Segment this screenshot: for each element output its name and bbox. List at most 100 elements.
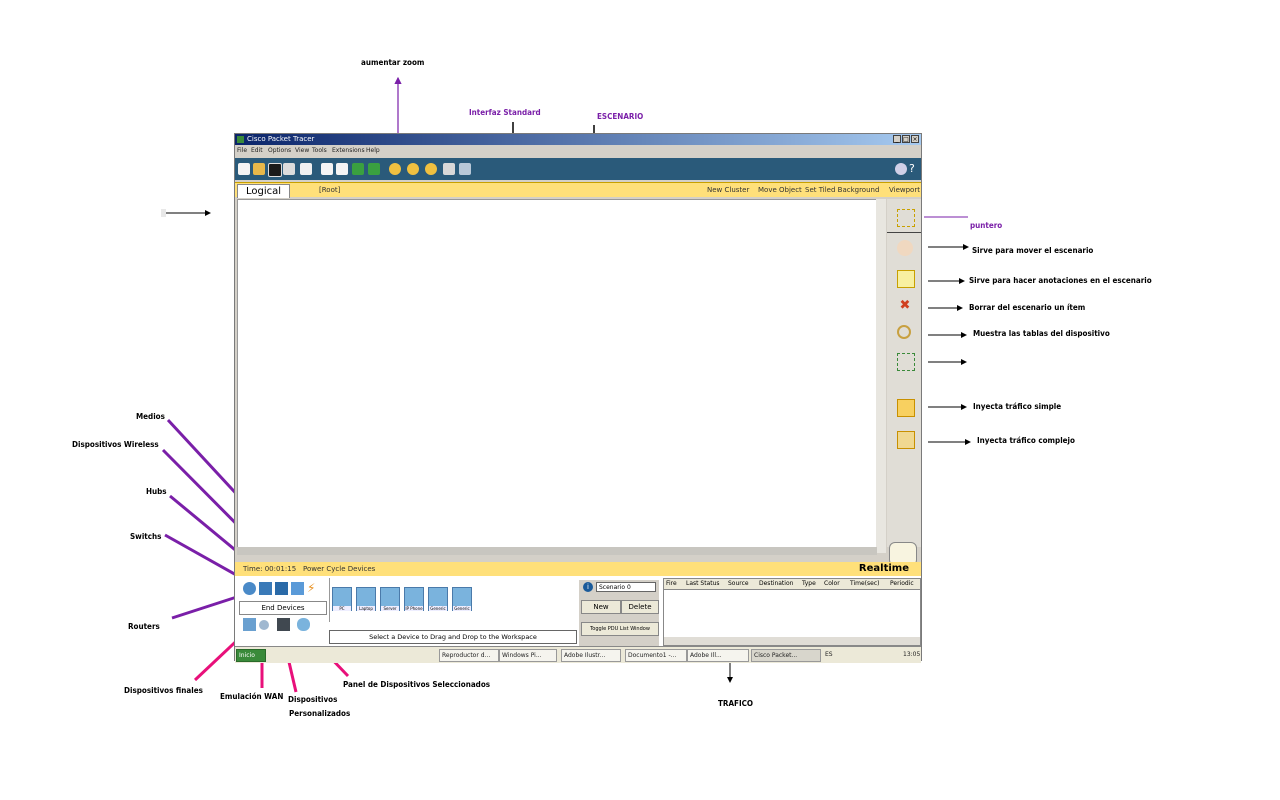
redo-icon[interactable] <box>368 163 380 175</box>
device-pc[interactable]: PC <box>332 587 352 611</box>
start-button[interactable]: Inicio <box>236 649 266 662</box>
label-switchs: Switchs <box>130 532 162 541</box>
end-devices-icon[interactable] <box>243 618 256 631</box>
routers-icon[interactable] <box>243 582 256 595</box>
scenario-select[interactable]: Scenario 0 <box>596 582 656 592</box>
device-server[interactable]: Server <box>380 587 400 611</box>
label-escenario: ESCENARIO <box>597 112 644 121</box>
power-cycle-button[interactable]: Power Cycle Devices <box>303 565 376 573</box>
move-object-button[interactable]: Move Object <box>758 186 802 194</box>
device-generic-1[interactable]: Generic <box>428 587 448 611</box>
realtime-bar: Time: 00:01:15 Power Cycle Devices Realt… <box>235 562 921 576</box>
menu-view[interactable]: View <box>295 147 310 154</box>
open-icon[interactable] <box>253 163 265 175</box>
save-icon[interactable] <box>268 163 282 177</box>
window-title: Cisco Packet Tracer <box>247 135 315 143</box>
hubs-icon[interactable] <box>275 582 288 595</box>
custom-devices-icon[interactable] <box>459 163 471 175</box>
label-panel-seleccionados: Panel de Dispositivos Seleccionados <box>343 680 491 689</box>
language-indicator[interactable]: ES <box>825 651 833 658</box>
root-label[interactable]: [Root] <box>319 186 341 194</box>
undo-icon[interactable] <box>352 163 364 175</box>
close-button[interactable]: × <box>911 135 919 143</box>
drawing-palette-icon[interactable] <box>443 163 455 175</box>
multiuser-connection-icon[interactable] <box>297 618 310 631</box>
maximize-button[interactable]: □ <box>902 135 910 143</box>
connections-icon[interactable]: ⚡ <box>307 581 316 595</box>
print-icon[interactable] <box>283 163 295 175</box>
col-source[interactable]: Source <box>728 580 749 587</box>
zoom-out-icon[interactable] <box>425 163 437 175</box>
vertical-scrollbar[interactable] <box>876 199 886 553</box>
new-cluster-button[interactable]: New Cluster <box>707 186 750 194</box>
add-complex-pdu-icon[interactable] <box>897 431 915 449</box>
task-5[interactable]: Adobe Ill... <box>687 649 749 662</box>
device-label: Server <box>381 606 399 611</box>
task-4[interactable]: Documento1 -... <box>625 649 687 662</box>
info-icon: i <box>583 582 593 592</box>
tab-logical[interactable]: Logical <box>237 184 291 198</box>
scenario-panel: i Scenario 0 New Delete Toggle PDU List … <box>579 580 659 646</box>
bottom-panel: ⚡ End Devices PC Laptop Server IP Phone … <box>235 576 921 648</box>
task-2[interactable]: Windows Pi... <box>499 649 557 662</box>
new-icon[interactable] <box>238 163 250 175</box>
label-personalizados-1: Dispositivos <box>288 695 338 704</box>
inspect-icon[interactable] <box>897 325 911 339</box>
device-label: PC <box>333 606 351 611</box>
label-hubs: Hubs <box>146 487 167 496</box>
device-laptop[interactable]: Laptop <box>356 587 376 611</box>
menu-options[interactable]: Options <box>268 147 292 154</box>
menu-extensions[interactable]: Extensions <box>332 147 365 154</box>
task-3[interactable]: Adobe Ilustr... <box>561 649 621 662</box>
activity-wizard-icon[interactable] <box>300 163 312 175</box>
label-anotaciones: Sirve para hacer anotaciones en el escen… <box>969 276 1152 285</box>
label-routers: Routers <box>128 622 160 631</box>
copy-icon[interactable] <box>321 163 333 175</box>
minimize-button[interactable]: _ <box>893 135 901 143</box>
col-fire[interactable]: Fire <box>666 580 677 587</box>
switches-icon[interactable] <box>259 582 272 595</box>
wireless-icon[interactable] <box>291 582 304 595</box>
zoom-in-icon[interactable] <box>389 163 401 175</box>
horizontal-scrollbar[interactable] <box>237 547 877 555</box>
windows-taskbar: Inicio Reproductor d... Windows Pi... Ad… <box>235 646 921 663</box>
select-tool-icon[interactable] <box>897 209 915 227</box>
menu-edit[interactable]: Edit <box>251 147 263 154</box>
help-icon[interactable]: ? <box>909 162 915 175</box>
custom-made-devices-icon[interactable] <box>277 618 290 631</box>
menu-help[interactable]: Help <box>366 147 380 154</box>
delete-icon[interactable]: ✖ <box>899 298 911 313</box>
col-time[interactable]: Time(sec) <box>850 580 880 587</box>
task-1[interactable]: Reproductor d... <box>439 649 499 662</box>
label-mover: Sirve para mover el escenario <box>972 246 1094 255</box>
col-last-status[interactable]: Last Status <box>686 580 720 587</box>
pdu-hscroll[interactable] <box>664 637 920 645</box>
paste-icon[interactable] <box>336 163 348 175</box>
menu-file[interactable]: File <box>237 147 248 154</box>
logical-workspace[interactable] <box>237 199 881 548</box>
resize-shape-icon[interactable] <box>897 353 915 371</box>
delete-scenario-button[interactable]: Delete <box>621 600 659 614</box>
menu-tools[interactable]: Tools <box>312 147 327 154</box>
time-label: Time: 00:01:15 <box>243 565 297 573</box>
wan-emulation-icon[interactable] <box>259 620 269 630</box>
network-info-icon[interactable] <box>895 163 907 175</box>
realtime-label[interactable]: Realtime <box>858 563 909 574</box>
new-scenario-button[interactable]: New <box>581 600 621 614</box>
toggle-pdu-list-button[interactable]: Toggle PDU List Window <box>581 622 659 636</box>
col-destination[interactable]: Destination <box>759 580 794 587</box>
col-color[interactable]: Color <box>824 580 840 587</box>
zoom-reset-icon[interactable] <box>407 163 419 175</box>
place-note-icon[interactable] <box>897 270 915 288</box>
col-periodic[interactable]: Periodic <box>890 580 914 587</box>
add-simple-pdu-icon[interactable] <box>897 399 915 417</box>
device-ip-phone[interactable]: IP Phone <box>404 587 424 611</box>
clock: 13:05 <box>903 651 921 658</box>
set-tiled-background-button[interactable]: Set Tiled Background <box>805 186 880 194</box>
device-generic-2[interactable]: Generic <box>452 587 472 611</box>
move-layout-icon[interactable] <box>897 240 913 256</box>
task-6[interactable]: Cisco Packet... <box>751 649 821 662</box>
viewport-button[interactable]: Viewport <box>889 186 920 194</box>
col-type[interactable]: Type <box>802 580 816 587</box>
label-wireless: Dispositivos Wireless <box>72 440 159 449</box>
